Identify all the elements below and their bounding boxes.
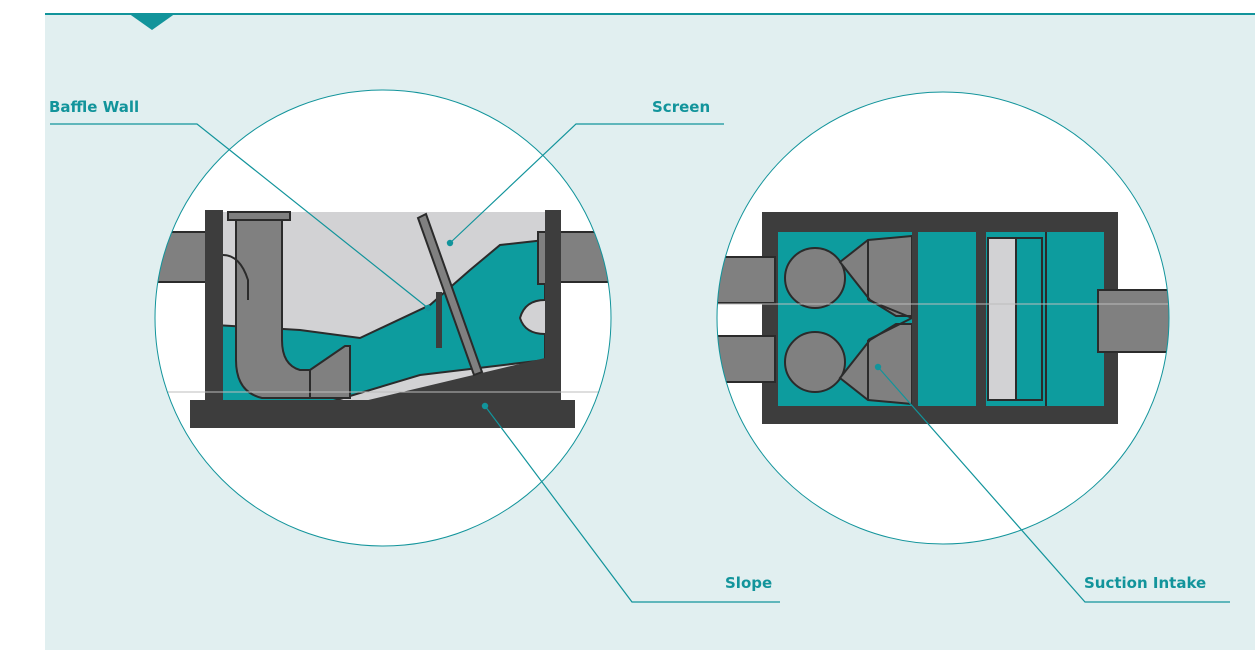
slope-label: Slope bbox=[725, 574, 773, 592]
plan-view-drawing bbox=[717, 212, 1169, 424]
screen-leader bbox=[449, 123, 724, 244]
left-view-circle bbox=[154, 89, 612, 547]
suction-intake-label: Suction Intake bbox=[1084, 574, 1207, 592]
screen-dot-icon bbox=[446, 239, 454, 247]
leader-lines bbox=[50, 123, 1230, 603]
side-view-drawing bbox=[155, 210, 611, 428]
screen-label: Screen bbox=[652, 98, 711, 116]
leader-endpoints bbox=[424, 239, 882, 410]
suction-intake-leader bbox=[877, 366, 1230, 603]
baffle-wall-label: Baffle Wall bbox=[49, 98, 140, 116]
suction-intake-dot-icon bbox=[874, 363, 882, 371]
panel-pointer-icon bbox=[128, 13, 176, 30]
baffle-wall-dot-icon bbox=[424, 304, 432, 312]
baffle-wall-leader bbox=[50, 123, 429, 309]
right-view-circle bbox=[716, 91, 1170, 545]
slope-dot-icon bbox=[481, 402, 489, 410]
slope-leader bbox=[484, 405, 780, 603]
